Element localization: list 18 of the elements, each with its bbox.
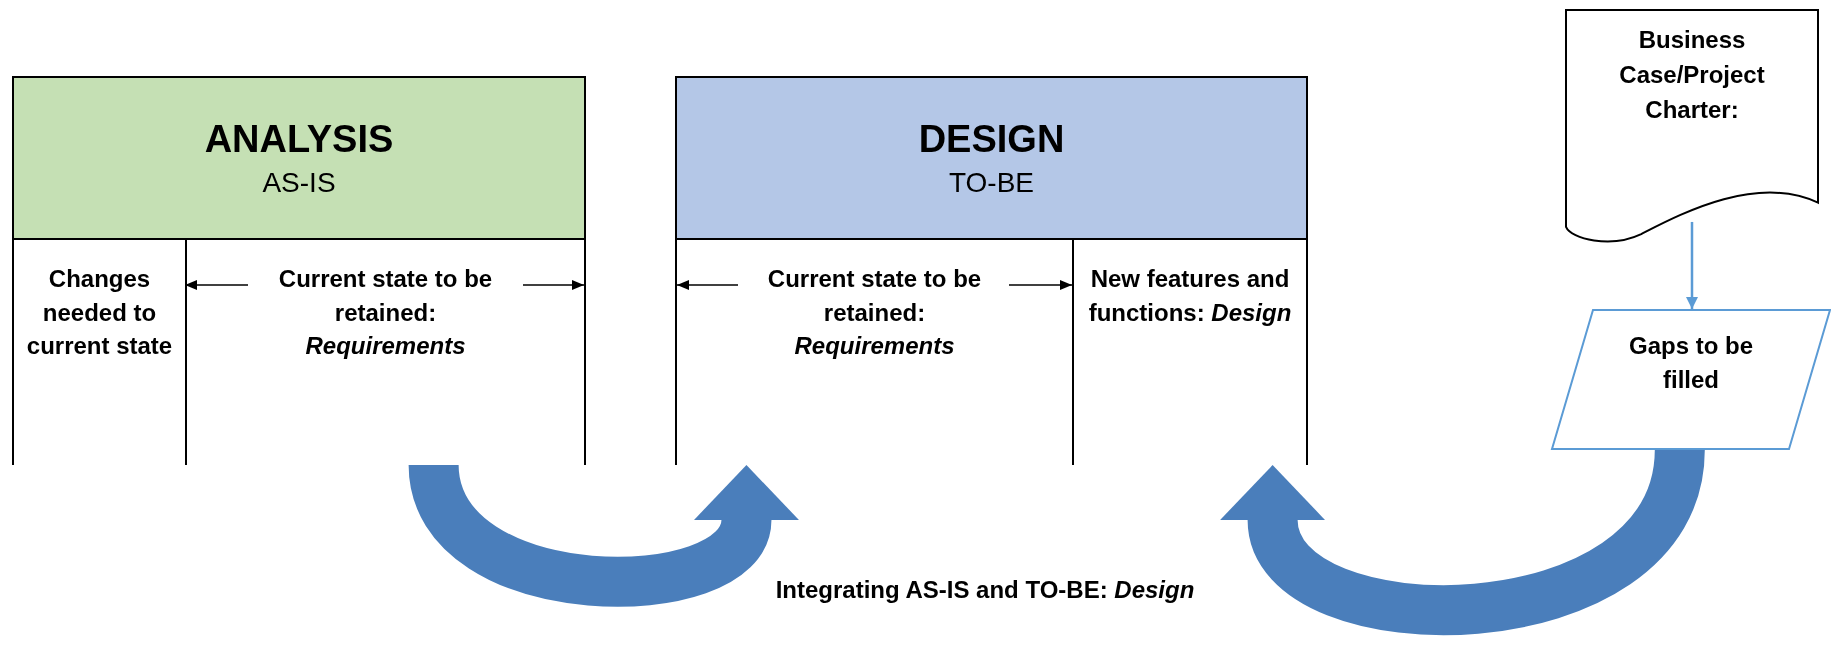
- node-text: New features and functions: Design: [1087, 264, 1293, 328]
- heading: ANALYSIS: [204, 117, 394, 163]
- caption-text: Integrating AS-IS and TO-BE: Design: [775, 576, 1195, 604]
- arrow: [1686, 221, 1698, 309]
- header-box: [675, 76, 1308, 240]
- direction-arrow: [1008, 280, 1073, 290]
- heading: DESIGN: [918, 117, 1065, 163]
- direction-arrow: [522, 280, 585, 290]
- direction-arrow: [676, 280, 739, 290]
- direction-arrow: [184, 280, 249, 290]
- subheading: TO-BE: [948, 165, 1035, 200]
- node-text: Changes needed to current state: [25, 264, 174, 362]
- node-text: Gaps to be filled: [1628, 331, 1754, 395]
- node-text: Current state to be retained: Requirements: [766, 264, 983, 362]
- subheading: AS-IS: [262, 165, 336, 200]
- header-box: [12, 76, 586, 240]
- node-text: Business Case/Project Charter:: [1618, 25, 1766, 125]
- node-text: Current state to be retained: Requirements: [277, 264, 494, 362]
